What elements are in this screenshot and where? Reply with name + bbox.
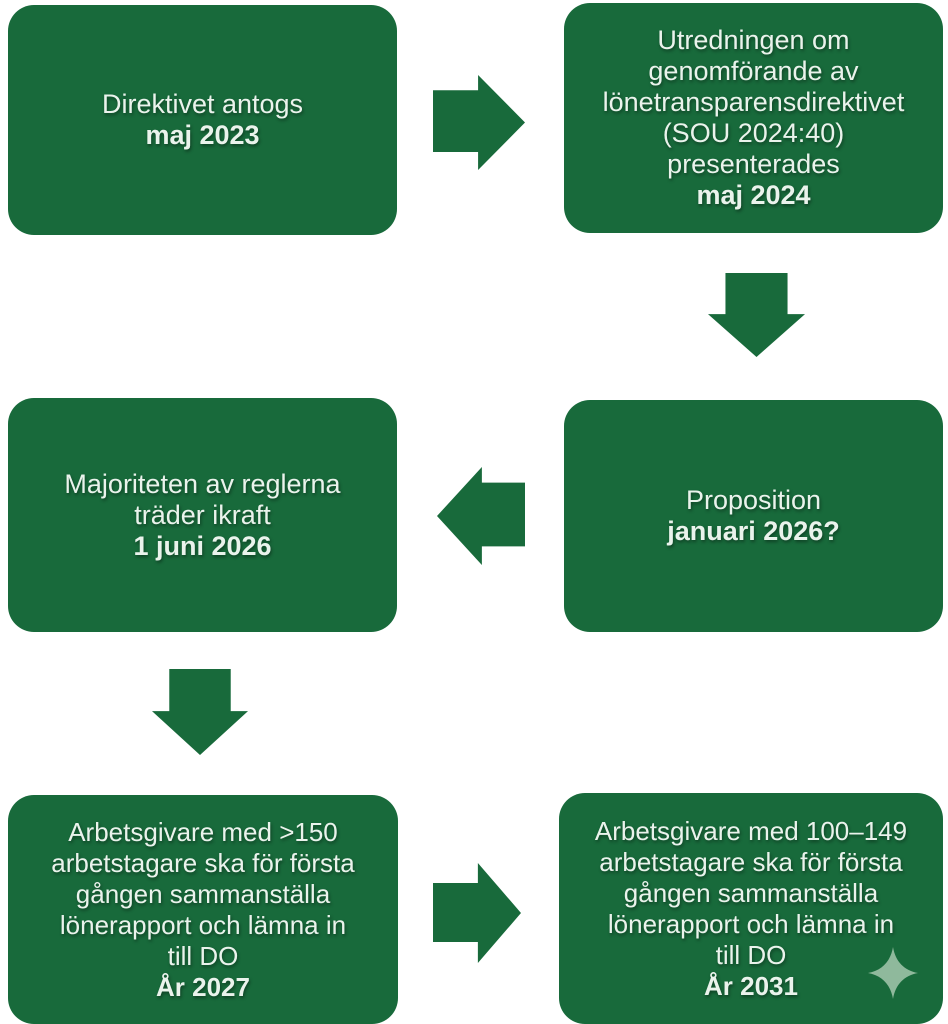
flow-box-text: Arbetsgivare med 100–149 arbetstagare sk… <box>595 816 907 1002</box>
flow-box-pay-report-100-149: Arbetsgivare med 100–149 arbetstagare sk… <box>559 793 943 1024</box>
date-line: År 2027 <box>156 971 250 1002</box>
text-line: gången sammanställa <box>623 877 879 908</box>
text-line: arbetstagare ska för första <box>51 847 355 878</box>
text-line: lönetransparensdirektivet <box>602 87 905 117</box>
text-line: till DO <box>167 940 239 971</box>
text-line: lönerapport och lämna in <box>607 908 895 939</box>
flow-box-text: Proposition januari 2026? <box>667 485 840 547</box>
flow-box-text: Arbetsgivare med >150 arbetstagare ska f… <box>51 817 354 1003</box>
flow-box-directive-adopted: Direktivet antogs maj 2023 <box>8 5 397 235</box>
text-line: till DO <box>715 939 787 970</box>
date-line: 1 juni 2026 <box>133 530 272 561</box>
date-line: januari 2026? <box>667 516 840 546</box>
text-line: Proposition <box>685 485 822 515</box>
text-line: gången sammanställa <box>75 878 331 909</box>
text-line: Arbetsgivare med >150 <box>68 816 338 847</box>
text-line: arbetstagare ska för första <box>599 846 903 877</box>
flow-box-pay-report-over-150: Arbetsgivare med >150 arbetstagare ska f… <box>8 795 398 1024</box>
text-line: Utredningen om <box>657 25 850 55</box>
flow-box-text: Direktivet antogs maj 2023 <box>102 89 303 151</box>
text-line: träder ikraft <box>134 499 271 530</box>
right-arrow-icon <box>433 863 521 963</box>
right-arrow-icon <box>433 75 525 170</box>
down-arrow-icon <box>708 273 805 357</box>
flow-arrow-right-top <box>433 75 525 170</box>
text-line: Direktivet antogs <box>101 89 304 119</box>
text-line: Majoriteten av reglerna <box>64 468 341 499</box>
text-line: Arbetsgivare med 100–149 <box>594 815 908 846</box>
flow-box-text: Utredningen om genomförande av lönetrans… <box>603 25 905 211</box>
text-line: (SOU 2024:40) <box>662 118 845 148</box>
flow-arrow-down-left-column <box>152 669 248 755</box>
four-point-star-icon <box>868 947 918 999</box>
date-line: År 2031 <box>704 970 798 1001</box>
flow-box-text: Majoriteten av reglerna träder ikraft 1 … <box>64 469 340 562</box>
text-line: presenterades <box>667 149 840 179</box>
flow-arrow-left-middle <box>437 467 525 565</box>
flow-box-inquiry-presented: Utredningen om genomförande av lönetrans… <box>564 3 943 233</box>
text-line: genomförande av <box>648 56 859 86</box>
flow-arrow-down-right-column <box>708 273 805 357</box>
flow-box-proposition: Proposition januari 2026? <box>564 400 943 632</box>
flow-arrow-right-bottom <box>433 863 521 963</box>
down-arrow-icon <box>152 669 248 755</box>
text-line: lönerapport och lämna in <box>59 909 347 940</box>
date-line: maj 2024 <box>696 180 811 210</box>
date-line: maj 2023 <box>145 120 260 150</box>
flow-box-rules-in-force: Majoriteten av reglerna träder ikraft 1 … <box>8 398 397 632</box>
left-arrow-icon <box>437 467 525 565</box>
sparkle-icon <box>868 947 918 999</box>
